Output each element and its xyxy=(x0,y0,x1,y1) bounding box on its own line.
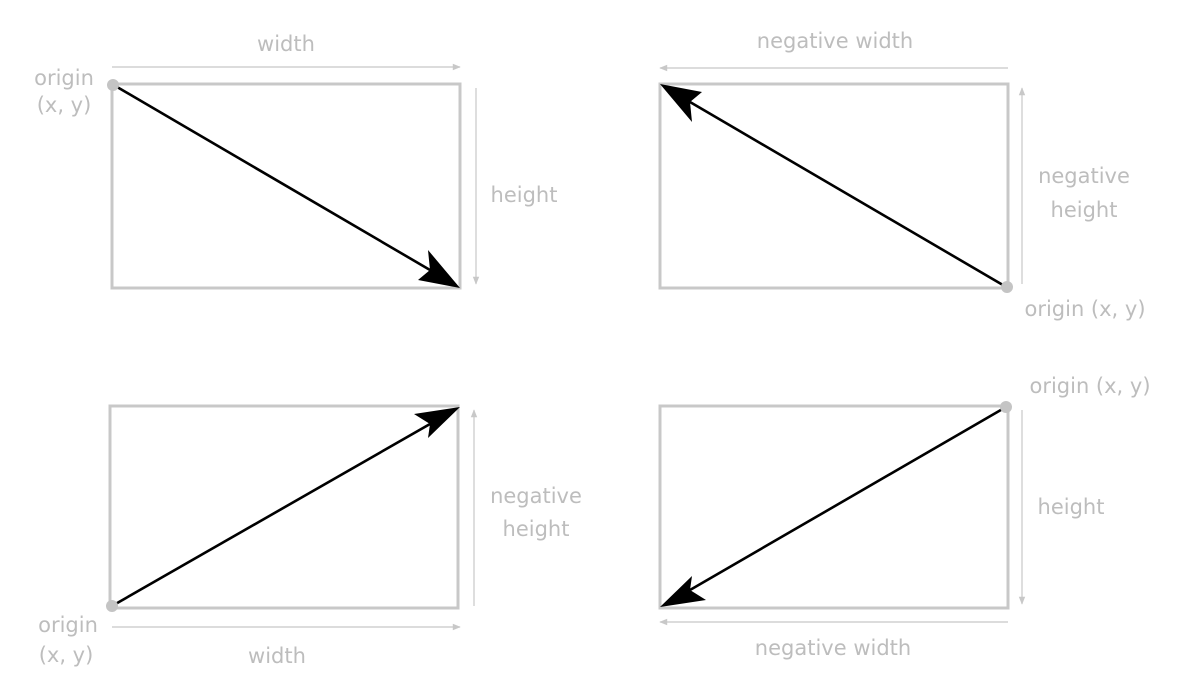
origin-dot xyxy=(1001,281,1013,293)
width-label: negative width xyxy=(755,636,911,660)
rectangle-outline xyxy=(110,82,462,290)
origin-label-line-2: (x, y) xyxy=(39,643,94,667)
origin-dot xyxy=(1000,401,1012,413)
vector-arrowhead xyxy=(414,407,460,438)
vector-arrowhead xyxy=(660,84,702,122)
height-label: height xyxy=(1038,495,1105,519)
width-label: negative width xyxy=(757,29,913,53)
vector-arrowhead xyxy=(418,250,460,288)
panel-top-left: width height origin (x, y) xyxy=(34,32,558,290)
rectangle-outline xyxy=(658,404,1010,610)
height-label-line-1: negative xyxy=(1038,164,1130,188)
panel-top-right: negative width negative height origin (x… xyxy=(658,29,1146,321)
origin-label-line-1: origin xyxy=(34,66,94,90)
origin-dot xyxy=(107,79,119,91)
panel-bottom-left: width negative height origin (x, y) xyxy=(38,404,582,668)
width-label: width xyxy=(248,644,306,668)
vector-line xyxy=(111,82,431,272)
origin-label-line-1: origin xyxy=(38,613,98,637)
vector-line xyxy=(689,100,1009,290)
height-label-line-1: negative xyxy=(490,484,582,508)
origin-label: origin (x, y) xyxy=(1024,297,1145,321)
origin-dot xyxy=(106,600,118,612)
vector-arrowhead xyxy=(660,576,706,607)
panel-bottom-right: negative width height origin (x, y) xyxy=(658,374,1151,660)
origin-label-line-2: (x, y) xyxy=(37,93,92,117)
rectangle-outline xyxy=(108,404,460,610)
height-label: height xyxy=(491,183,558,207)
origin-label: origin (x, y) xyxy=(1029,374,1150,398)
height-label-line-2: height xyxy=(1051,198,1118,222)
vector-line xyxy=(689,405,1007,592)
height-label-line-2: height xyxy=(503,517,570,541)
rectangle-outline xyxy=(658,82,1010,290)
width-label: width xyxy=(257,32,315,56)
vector-line xyxy=(111,422,431,608)
